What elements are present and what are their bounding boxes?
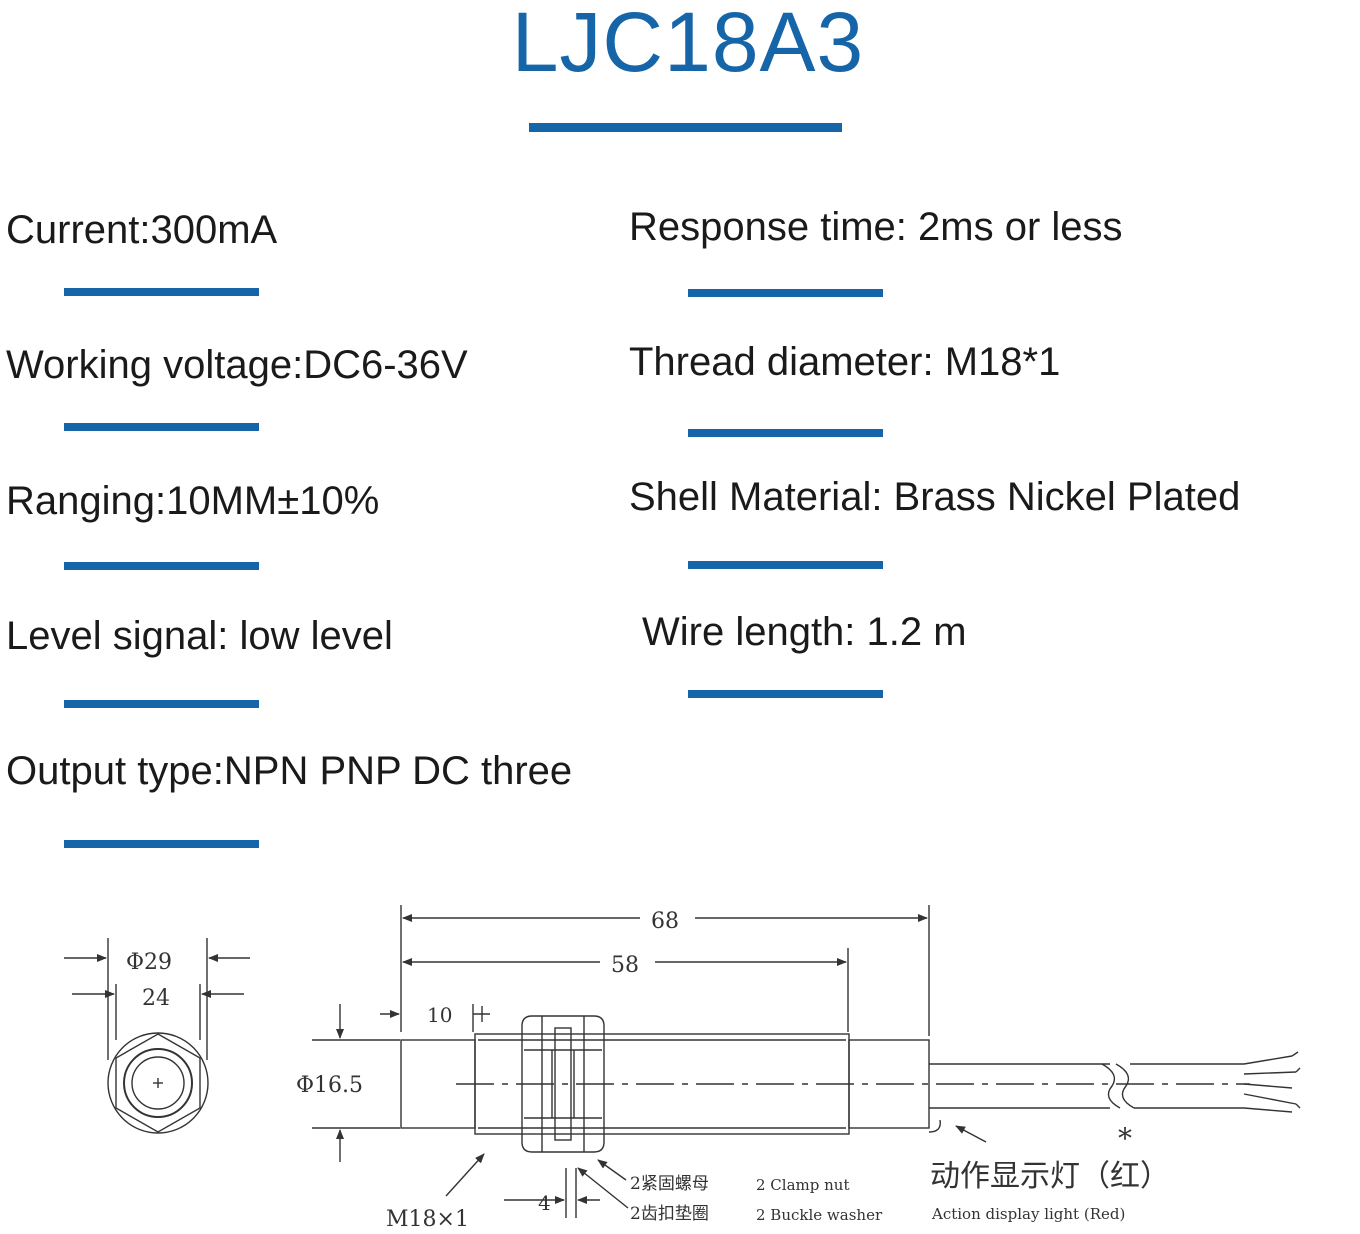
spec-response-time: Response time: 2ms or less: [629, 205, 1123, 249]
product-title: LJC18A3: [511, 0, 865, 89]
dim-68-label: 68: [651, 909, 679, 934]
spec-wire-length: Wire length: 1.2 m: [642, 610, 967, 654]
clamp-nut-cn-label: 2紧固螺母: [630, 1174, 709, 1194]
dim-phi16-5-label: Φ16.5: [296, 1073, 363, 1098]
spec-working-voltage: Working voltage:DC6-36V: [6, 343, 468, 387]
spec-underline: [64, 423, 259, 431]
side-view: [312, 905, 1301, 1218]
thread-label: M18×1: [386, 1207, 469, 1232]
dim-58-label: 58: [611, 953, 639, 978]
dim-10-label: 10: [427, 1003, 452, 1027]
buckle-washer-cn-label: 2齿扣垫圈: [630, 1204, 709, 1224]
dim-24-label: 24: [142, 986, 170, 1011]
spec-underline: [688, 289, 883, 297]
spec-underline: [688, 690, 883, 698]
spec-underline: [688, 561, 883, 569]
spec-shell-material: Shell Material: Brass Nickel Plated: [629, 475, 1241, 519]
spec-underline: [64, 288, 259, 296]
spec-thread-diameter: Thread diameter: M18*1: [629, 340, 1061, 384]
spec-ranging: Ranging:10MM±10%: [6, 479, 380, 523]
end-view: [64, 938, 250, 1134]
dim-4-label: 4: [538, 1191, 551, 1215]
spec-underline: [64, 840, 259, 848]
spec-underline: [64, 700, 259, 708]
clamp-nut-en-label: 2 Clamp nut: [756, 1176, 849, 1194]
spec-underline: [64, 562, 259, 570]
dim-phi29-label: Φ29: [126, 950, 172, 975]
asterisk-mark: *: [1118, 1122, 1132, 1155]
title-underline: [529, 123, 842, 132]
spec-underline: [688, 429, 883, 437]
spec-level-signal: Level signal: low level: [6, 614, 393, 658]
spec-current: Current:300mA: [6, 208, 278, 252]
spec-output-type: Output type:NPN PNP DC three: [6, 749, 573, 793]
indicator-light-en-label: Action display light (Red): [931, 1205, 1125, 1223]
dimension-drawing: Φ29 24 68 58 10 Φ16.5 4 M18×1 * 2紧固螺母 2 …: [64, 905, 1301, 1232]
indicator-light-cn-label: 动作显示灯（红）: [930, 1159, 1170, 1194]
buckle-washer-en-label: 2 Buckle washer: [756, 1206, 883, 1224]
